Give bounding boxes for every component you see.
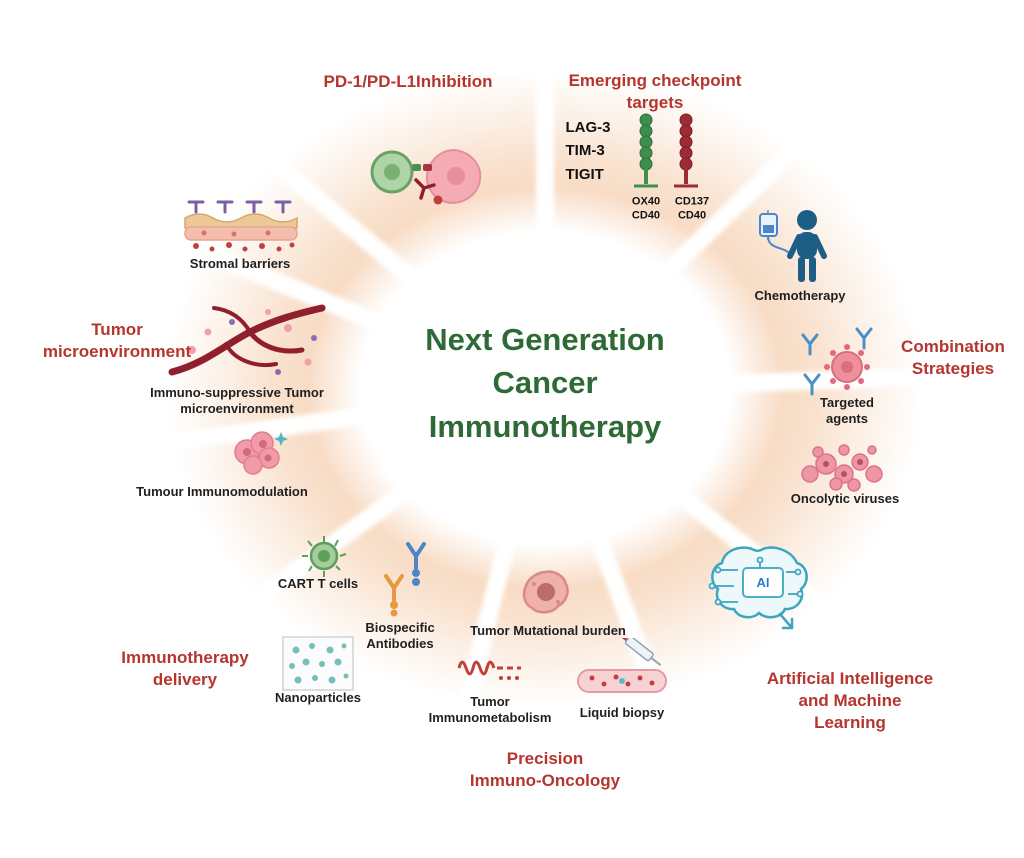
- diagram-title: Next Generation Cancer Immunotherapy: [425, 321, 665, 444]
- checkpoint-left-column-label: OX40 CD40: [631, 195, 661, 222]
- item-label-tumor-immunometabolism: Tumor Immunometabolism: [428, 693, 552, 725]
- segment-divider: [536, 0, 554, 270]
- item-label-oncolytic-viruses: Oncolytic viruses: [790, 490, 900, 506]
- cart-t-cell-icon: [300, 534, 348, 579]
- tumor-cluster-icon: [225, 424, 290, 482]
- item-label-stromal-barriers: Stromal barriers: [189, 255, 291, 271]
- nanoparticles-box-icon: [282, 636, 354, 691]
- item-label-chemotherapy: Chemotherapy: [754, 287, 846, 303]
- ai-chip-label: AI: [742, 567, 784, 598]
- category-label-immunotherapy-delivery: Immunotherapy delivery: [121, 647, 249, 689]
- metabolism-squiggle-icon: [455, 650, 525, 692]
- category-label-tumor-microenvironment: Tumor microenvironment: [42, 319, 192, 361]
- item-label-cart-t-cells: CART T cells: [277, 575, 359, 591]
- tumor-cell-icon: [520, 568, 572, 616]
- checkpoint-receptors-icon: [622, 110, 712, 195]
- item-label-tumor-mutational-burden: Tumor Mutational burden: [470, 622, 626, 638]
- item-label-targeted-agents: Targeted agents: [820, 394, 874, 426]
- tumor-vessel-icon: [168, 298, 328, 386]
- stromal-barriers-icon: [182, 196, 300, 254]
- item-label-immunosuppressive-tme: Immuno-suppressive Tumor microenvironmen…: [150, 384, 324, 416]
- category-label-ai-machine-learning: Artificial Intelligence and Machine Lear…: [766, 668, 934, 733]
- targeted-agents-virus-antibody-icon: [795, 325, 885, 401]
- category-label-pd1-inhibition: PD-1/PD-L1Inhibition: [323, 71, 493, 91]
- item-label-tumour-immunomodulation: Tumour Immunomodulation: [136, 483, 308, 499]
- category-label-combination-strategies: Combination Strategies: [901, 336, 1005, 378]
- item-label-liquid-biopsy: Liquid biopsy: [579, 704, 665, 720]
- blood-vessel-syringe-icon: [572, 638, 672, 700]
- chemotherapy-patient-iv-icon: [752, 206, 847, 286]
- category-label-precision-immuno-oncology: Precision Immuno-Oncology: [469, 748, 621, 790]
- item-label-nanoparticles: Nanoparticles: [275, 689, 361, 705]
- bispecific-antibody-chains-icon: [378, 540, 433, 618]
- checkpoint-target-list: LAG-3 TIM-3 TIGIT: [565, 119, 611, 183]
- category-label-emerging-checkpoint-targets: Emerging checkpoint targets: [568, 70, 742, 112]
- pd1-pdl1-cells-icon: [366, 136, 486, 214]
- oncolytic-viruses-cluster-icon: [792, 442, 887, 494]
- item-label-biospecific-antibodies: Biospecific Antibodies: [365, 619, 435, 651]
- checkpoint-right-column-label: CD137 CD40: [674, 195, 710, 222]
